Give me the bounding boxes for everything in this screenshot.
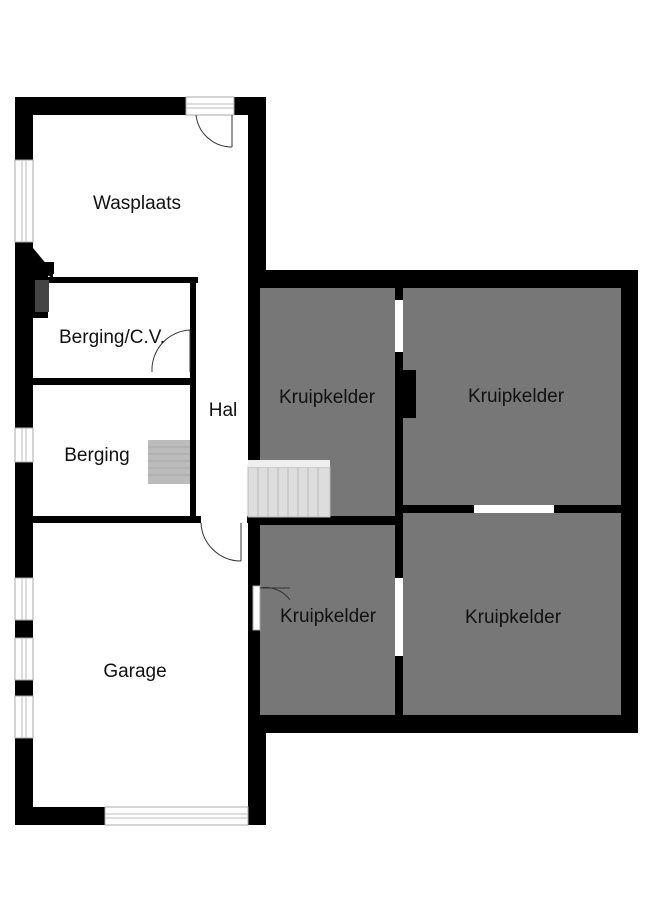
door-kruipkelder: [252, 585, 291, 631]
label-berging-cv: Berging/C.V.: [59, 327, 165, 348]
door-garage: [200, 522, 242, 562]
window-wasplaats: [14, 159, 34, 243]
crawlspace-block: [248, 270, 638, 733]
interior-walls: [33, 268, 260, 730]
label-berging: Berging: [64, 445, 130, 466]
label-wasplaats: Wasplaats: [93, 193, 181, 214]
windows: [14, 96, 249, 826]
window-garage-3: [14, 695, 34, 739]
label-kruipkelder-2: Kruipkelder: [468, 386, 565, 407]
label-kruipkelder-3: Kruipkelder: [280, 606, 377, 627]
crawlspace-room-4: [403, 513, 621, 715]
left-wing-floor: [33, 115, 248, 807]
crawlspace-room-3: [260, 525, 395, 715]
label-kruipkelder-1: Kruipkelder: [279, 387, 376, 408]
garage-door: [104, 806, 249, 826]
doors: [151, 114, 291, 631]
stairs-berging: [148, 440, 190, 484]
chimney-icon: [28, 248, 54, 312]
window-berging: [14, 427, 34, 463]
crawlspace-pillar: [403, 370, 416, 418]
crawlspace-openings: [395, 300, 554, 656]
door-wasplaats: [195, 114, 233, 148]
top-door-frame: [185, 96, 235, 116]
label-hal: Hal: [209, 400, 238, 421]
window-garage-1: [14, 577, 34, 621]
crawlspace-room-2: [403, 288, 621, 505]
door-berging-cv: [151, 329, 191, 373]
window-garage-2: [14, 637, 34, 681]
label-kruipkelder-4: Kruipkelder: [465, 607, 562, 628]
stairs-crawlspace: [247, 460, 331, 518]
label-garage: Garage: [103, 661, 166, 682]
room-labels: Wasplaats Berging/C.V. Berging Hal Garag…: [59, 193, 565, 682]
